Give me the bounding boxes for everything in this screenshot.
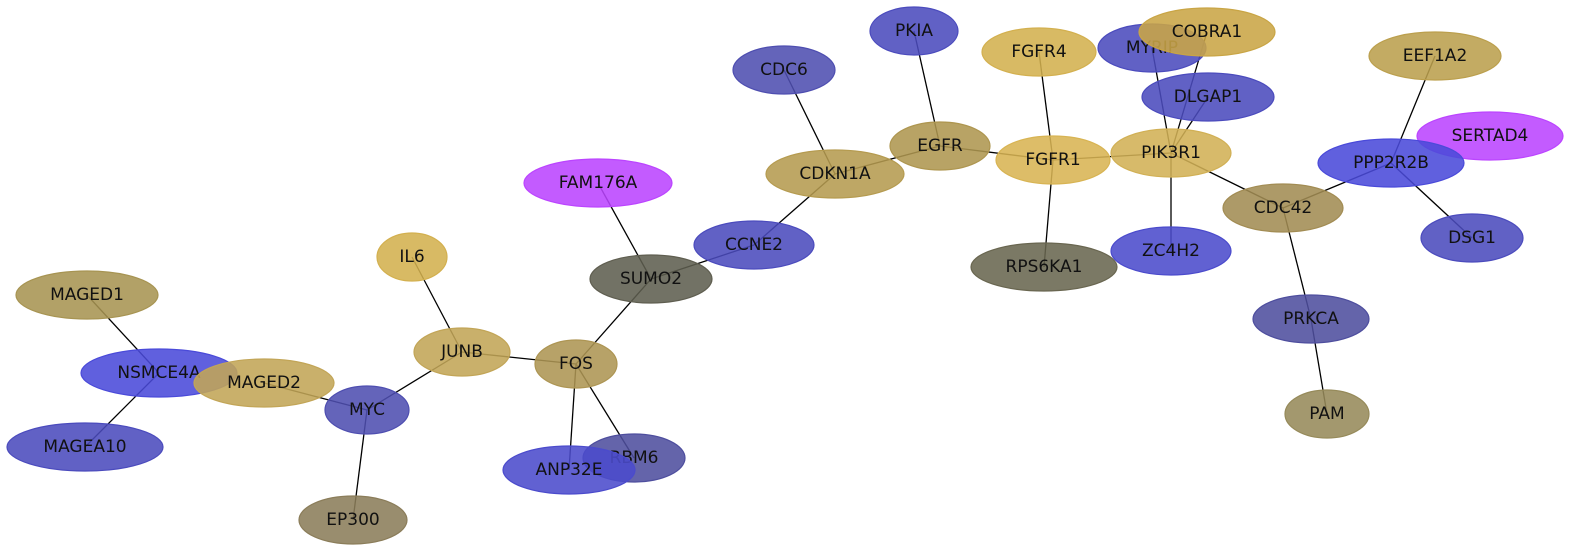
node-maged2[interactable]: MAGED2 (193, 358, 335, 408)
node-ep300[interactable]: EP300 (298, 495, 408, 545)
node-label-fam176a: FAM176A (559, 173, 638, 193)
node-fgfr4[interactable]: FGFR4 (981, 27, 1097, 77)
node-label-sertad4: SERTAD4 (1452, 126, 1529, 146)
node-cdc42[interactable]: CDC42 (1222, 183, 1344, 233)
node-fgfr1[interactable]: FGFR1 (995, 135, 1111, 185)
node-ellipse-cobra1[interactable] (1138, 7, 1276, 57)
node-ellipse-maged1[interactable] (15, 270, 159, 320)
node-label-cobra1: COBRA1 (1172, 22, 1242, 42)
node-ellipse-cdc6[interactable] (732, 45, 836, 95)
node-ellipse-cdkn1a[interactable] (765, 149, 905, 199)
node-ellipse-dsg1[interactable] (1420, 213, 1524, 263)
node-label-eef1a2: EEF1A2 (1403, 46, 1468, 66)
node-ellipse-anp32e[interactable] (502, 445, 636, 495)
node-label-fgfr1: FGFR1 (1025, 150, 1080, 170)
node-ellipse-ppp2r2b[interactable] (1317, 138, 1465, 188)
node-ellipse-sumo2[interactable] (589, 254, 713, 304)
node-label-myc: MYC (349, 400, 385, 420)
node-label-cdc6: CDC6 (760, 60, 808, 80)
node-ellipse-prkca[interactable] (1252, 294, 1370, 344)
node-ellipse-fam176a[interactable] (523, 158, 673, 208)
node-egfr[interactable]: EGFR (889, 121, 991, 171)
node-cdc6[interactable]: CDC6 (732, 45, 836, 95)
node-label-fos: FOS (559, 354, 593, 374)
node-ellipse-junb[interactable] (413, 327, 511, 377)
node-pkia[interactable]: PKIA (869, 6, 959, 56)
node-ellipse-egfr[interactable] (889, 121, 991, 171)
node-label-ep300: EP300 (326, 510, 379, 530)
node-cdkn1a[interactable]: CDKN1A (765, 149, 905, 199)
node-ellipse-sertad4[interactable] (1416, 111, 1564, 161)
node-dlgap1[interactable]: DLGAP1 (1141, 72, 1275, 122)
node-magea10[interactable]: MAGEA10 (6, 422, 164, 472)
node-zc4h2[interactable]: ZC4H2 (1110, 226, 1232, 276)
node-prkca[interactable]: PRKCA (1252, 294, 1370, 344)
node-ellipse-magea10[interactable] (6, 422, 164, 472)
node-label-junb: JUNB (440, 342, 483, 362)
node-pam[interactable]: PAM (1284, 389, 1370, 439)
node-label-anp32e: ANP32E (536, 460, 603, 480)
node-label-fgfr4: FGFR4 (1011, 42, 1066, 62)
node-label-pik3r1: PIK3R1 (1141, 143, 1201, 163)
node-ellipse-pik3r1[interactable] (1110, 128, 1232, 178)
node-ellipse-eef1a2[interactable] (1368, 31, 1502, 81)
node-junb[interactable]: JUNB (413, 327, 511, 377)
node-label-dlgap1: DLGAP1 (1174, 87, 1242, 107)
node-label-pam: PAM (1309, 404, 1344, 424)
node-sertad4[interactable]: SERTAD4 (1416, 111, 1564, 161)
node-ellipse-ccne2[interactable] (693, 220, 815, 270)
node-ellipse-il6[interactable] (376, 232, 448, 282)
node-fos[interactable]: FOS (534, 339, 618, 389)
node-label-magea10: MAGEA10 (43, 437, 126, 457)
node-label-prkca: PRKCA (1283, 309, 1339, 329)
node-fam176a[interactable]: FAM176A (523, 158, 673, 208)
node-cobra1[interactable]: COBRA1 (1138, 7, 1276, 57)
node-ellipse-cdc42[interactable] (1222, 183, 1344, 233)
node-label-sumo2: SUMO2 (620, 269, 682, 289)
node-label-cdc42: CDC42 (1254, 198, 1312, 218)
node-label-ppp2r2b: PPP2R2B (1353, 153, 1429, 173)
node-ellipse-fgfr1[interactable] (995, 135, 1111, 185)
node-label-ccne2: CCNE2 (725, 235, 783, 255)
node-label-cdkn1a: CDKN1A (799, 164, 871, 184)
node-ellipse-myc[interactable] (324, 385, 410, 435)
node-label-dsg1: DSG1 (1448, 228, 1496, 248)
node-label-pkia: PKIA (895, 21, 933, 41)
node-rps6ka1[interactable]: RPS6KA1 (970, 242, 1118, 292)
node-label-maged1: MAGED1 (50, 285, 124, 305)
node-ppp2r2b[interactable]: PPP2R2B (1317, 138, 1465, 188)
node-label-il6: IL6 (399, 247, 424, 267)
node-sumo2[interactable]: SUMO2 (589, 254, 713, 304)
node-label-rps6ka1: RPS6KA1 (1006, 257, 1083, 277)
node-ellipse-zc4h2[interactable] (1110, 226, 1232, 276)
node-ellipse-dlgap1[interactable] (1141, 72, 1275, 122)
node-ellipse-pam[interactable] (1284, 389, 1370, 439)
node-label-zc4h2: ZC4H2 (1142, 241, 1200, 261)
node-ellipse-rps6ka1[interactable] (970, 242, 1118, 292)
node-il6[interactable]: IL6 (376, 232, 448, 282)
node-myc[interactable]: MYC (324, 385, 410, 435)
node-anp32e[interactable]: ANP32E (502, 445, 636, 495)
node-ellipse-maged2[interactable] (193, 358, 335, 408)
node-ellipse-pkia[interactable] (869, 6, 959, 56)
node-ellipse-fos[interactable] (534, 339, 618, 389)
node-ellipse-fgfr4[interactable] (981, 27, 1097, 77)
node-dsg1[interactable]: DSG1 (1420, 213, 1524, 263)
node-eef1a2[interactable]: EEF1A2 (1368, 31, 1502, 81)
node-maged1[interactable]: MAGED1 (15, 270, 159, 320)
node-ellipse-ep300[interactable] (298, 495, 408, 545)
node-label-egfr: EGFR (917, 136, 963, 156)
node-pik3r1[interactable]: PIK3R1 (1110, 128, 1232, 178)
node-label-maged2: MAGED2 (227, 373, 301, 393)
node-ccne2[interactable]: CCNE2 (693, 220, 815, 270)
node-label-nsmce4a: NSMCE4A (117, 363, 201, 383)
